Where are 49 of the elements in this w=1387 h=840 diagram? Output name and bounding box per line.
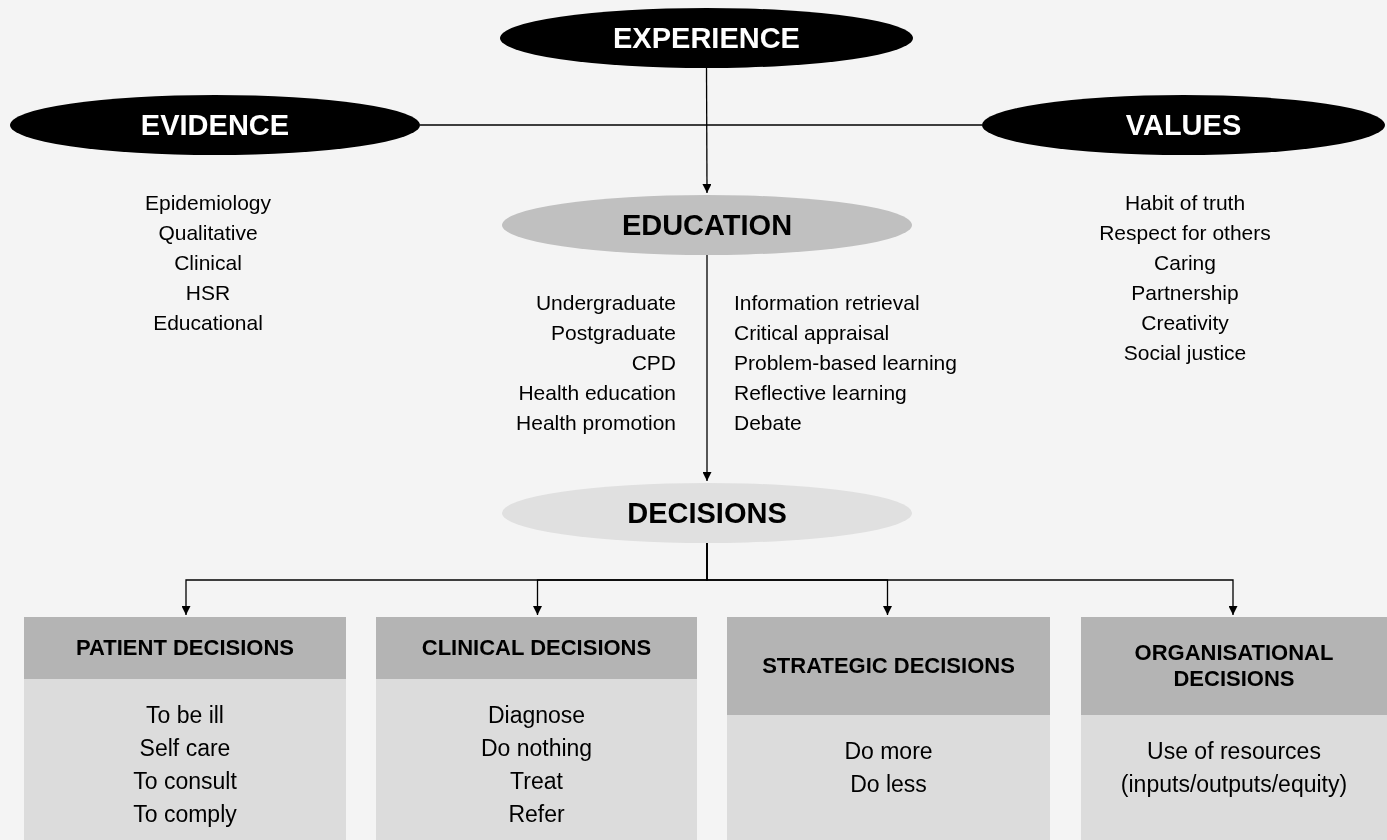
list-item: Undergraduate xyxy=(534,290,676,316)
list-item: Diagnose xyxy=(487,701,586,730)
list-item: Clinical xyxy=(173,250,243,276)
list-item: HSR xyxy=(184,280,232,306)
list-item: Self care xyxy=(139,734,231,763)
list-item: Respect for others xyxy=(1098,220,1272,246)
list-item: Epidemiology xyxy=(143,190,273,216)
list-item: Do less xyxy=(850,770,927,799)
list-item: To comply xyxy=(133,800,237,829)
arrow xyxy=(706,542,1238,616)
list-item: Social justice xyxy=(1122,340,1248,366)
list-item: To consult xyxy=(133,767,237,796)
node-label: VALUES xyxy=(1125,108,1242,142)
list-item: Information retrieval xyxy=(734,290,921,316)
list-item: Do more xyxy=(844,737,933,766)
list-item: Caring xyxy=(1153,250,1217,276)
node-label: DECISIONS xyxy=(627,496,787,530)
card-title: ORGANISATIONAL DECISIONS xyxy=(1133,640,1335,692)
list-item: Reflective learning xyxy=(734,380,908,406)
card-title: PATIENT DECISIONS xyxy=(76,635,294,661)
arrow xyxy=(702,67,712,194)
list-item: Partnership xyxy=(1130,280,1240,306)
list-item: Problem-based learning xyxy=(734,350,957,376)
card-title: CLINICAL DECISIONS xyxy=(421,635,652,661)
list-item: Critical appraisal xyxy=(734,320,891,346)
list-item: To be ill xyxy=(146,701,224,730)
list-item: Debate xyxy=(734,410,803,436)
decision-card xyxy=(376,617,697,840)
list-item: Use of resources (inputs/outputs/equity) xyxy=(1119,737,1349,799)
list-item: Educational xyxy=(152,310,264,336)
node-label: EXPERIENCE xyxy=(613,21,800,55)
list-item: Refer xyxy=(508,800,565,829)
list-item: Postgraduate xyxy=(550,320,676,346)
list-item: Health education xyxy=(517,380,676,406)
list-item: Qualitative xyxy=(157,220,259,246)
card-title: STRATEGIC DECISIONS xyxy=(762,653,1015,679)
list-item: Creativity xyxy=(1140,310,1230,336)
connector-line xyxy=(419,124,983,126)
node-label: EVIDENCE xyxy=(140,108,290,142)
list-item: Treat xyxy=(510,767,563,796)
decision-card xyxy=(24,617,346,840)
node-label: EDUCATION xyxy=(621,208,793,242)
list-item: Health promotion xyxy=(515,410,676,436)
decision-card xyxy=(727,617,1050,840)
decision-card xyxy=(1081,617,1387,840)
list-item: Do nothing xyxy=(480,734,593,763)
list-item: CPD xyxy=(630,350,676,376)
list-item: Habit of truth xyxy=(1123,190,1247,216)
arrow xyxy=(702,254,712,482)
